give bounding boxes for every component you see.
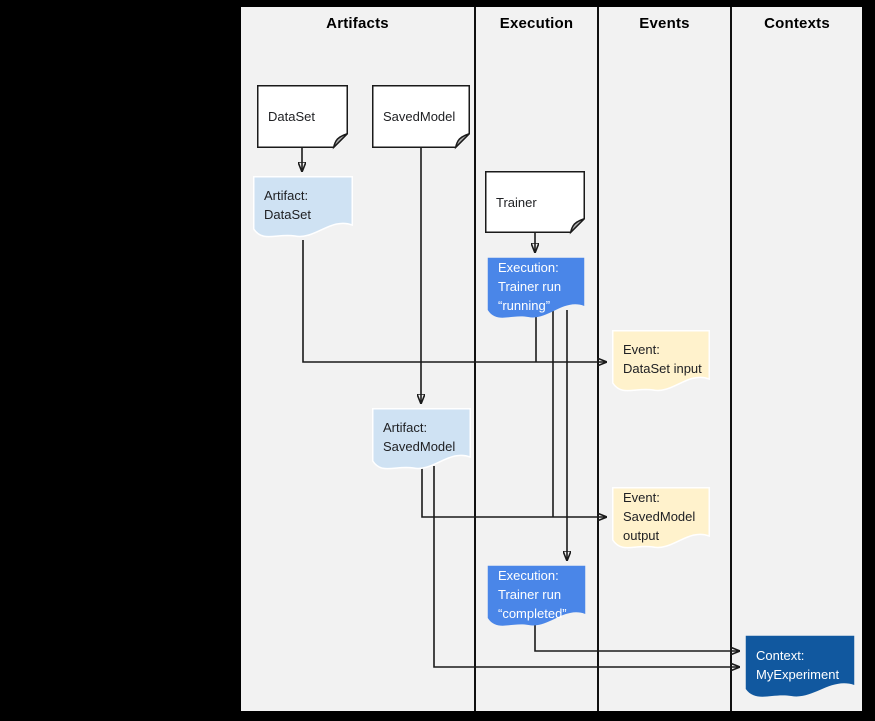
connector-artifact-savedmodel-to-context	[433, 466, 739, 667]
node-label: Trainer	[496, 194, 537, 210]
connector-artifact-savedmodel-to-event-savedmodel-output	[421, 466, 606, 517]
column-header-execution: Execution	[499, 15, 574, 32]
node-label: Execution: Trainer run “completed”	[498, 567, 567, 621]
node-label: SavedModel	[383, 109, 456, 124]
node-execution-completed: Execution: Trainer run “completed”	[487, 565, 586, 626]
connector-execution-completed-to-context	[534, 624, 739, 651]
node-label: Context: MyExperiment	[756, 647, 840, 682]
column-header-events: Events	[639, 15, 690, 32]
node-savedmodel: SavedModel	[372, 85, 470, 150]
node-event-savedmodel-output: Event: SavedModel output	[612, 487, 710, 549]
connector-artifact-dataset-to-event-dataset-input	[302, 240, 606, 362]
folded-corner-icon	[569, 218, 585, 235]
node-event-dataset-input: Event: DataSet input	[612, 330, 710, 392]
node-dataset: DataSet	[257, 85, 348, 150]
node-label: Event: DataSet input	[623, 342, 702, 376]
node-execution-running: Execution: Trainer run “running”	[487, 257, 585, 318]
column-header-contexts: Contexts	[764, 15, 830, 32]
node-label: Event: SavedModel output	[623, 489, 696, 543]
node-trainer: Trainer	[485, 171, 585, 235]
node-label: DataSet	[268, 109, 315, 124]
folded-corner-icon	[454, 133, 470, 150]
node-artifact-dataset: Artifact: DataSet	[253, 176, 353, 238]
column-divider-3	[730, 7, 732, 711]
node-label: Artifact: SavedModel	[383, 420, 456, 454]
folded-corner-icon	[332, 133, 348, 150]
node-context-myexperiment: Context: MyExperiment	[745, 635, 855, 697]
node-label: Artifact: DataSet	[264, 188, 311, 222]
node-artifact-savedmodel: Artifact: SavedModel	[372, 408, 471, 470]
column-header-artifacts: Artifacts	[326, 15, 389, 32]
node-label: Execution: Trainer run “running”	[498, 259, 562, 313]
column-divider-1	[474, 7, 476, 711]
